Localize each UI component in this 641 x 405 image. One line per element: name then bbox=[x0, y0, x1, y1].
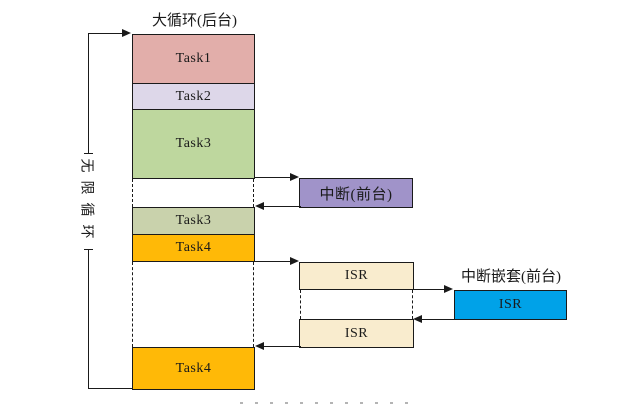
gap2-left-dashed-edge bbox=[132, 262, 133, 347]
task2-label: Task2 bbox=[175, 88, 212, 104]
isr-nested-box: ISR bbox=[454, 290, 567, 320]
task2-box: Task2 bbox=[132, 83, 255, 110]
arrow-nested-return-head-icon bbox=[413, 315, 422, 323]
task4-resume-label: Task4 bbox=[175, 360, 212, 376]
background-loop-title: 大循环(后台) bbox=[152, 13, 237, 29]
interrupt-label: 中断(前台) bbox=[319, 186, 393, 203]
gap2-right-dashed-edge bbox=[253, 262, 254, 347]
arrow-interrupt-return-head-icon bbox=[255, 202, 264, 210]
isr-gap-right-dashed-edge bbox=[412, 290, 413, 319]
task4-box: Task4 bbox=[132, 234, 255, 262]
loop-left-line-lower bbox=[88, 250, 89, 389]
gap1-left-dashed-edge bbox=[132, 179, 133, 207]
task4-resume-box: Task4 bbox=[132, 347, 255, 390]
isr-first-box: ISR bbox=[299, 262, 414, 290]
task4-label: Task4 bbox=[175, 240, 212, 255]
loop-bottom-line bbox=[88, 388, 133, 389]
infinite-loop-label: 无限循环 bbox=[78, 158, 94, 247]
arrow-task4-to-isr-head-icon bbox=[290, 257, 299, 265]
task3-resume-box: Task3 bbox=[132, 207, 255, 235]
arrow-task3-to-interrupt-line bbox=[255, 177, 293, 178]
loop-arrowhead-icon bbox=[122, 29, 131, 37]
caption-fragment bbox=[240, 402, 408, 404]
isr-second-box: ISR bbox=[299, 319, 414, 348]
isr-second-label: ISR bbox=[344, 325, 369, 341]
interrupt-box: 中断(前台) bbox=[299, 178, 413, 208]
gap1-right-dashed-edge bbox=[253, 179, 254, 207]
task1-box: Task1 bbox=[132, 34, 255, 84]
isr-gap-left-dashed-edge bbox=[300, 290, 301, 319]
arrow-isr-return-head-icon bbox=[255, 342, 264, 350]
arrow-isr-return-line bbox=[262, 346, 301, 347]
arrow-isr-to-nested-head-icon bbox=[444, 285, 453, 293]
arrow-interrupt-return-line bbox=[262, 206, 301, 207]
arrow-nested-return-line bbox=[421, 319, 455, 320]
task1-label: Task1 bbox=[175, 51, 212, 66]
task3-box: Task3 bbox=[132, 109, 255, 179]
arrow-task4-to-isr-line bbox=[255, 261, 293, 262]
task3-label: Task3 bbox=[175, 136, 212, 151]
task3-resume-label: Task3 bbox=[175, 213, 212, 228]
loop-tick-lower bbox=[84, 249, 93, 250]
isr-nested-label: ISR bbox=[498, 297, 523, 312]
loop-left-line-upper bbox=[88, 33, 89, 154]
nested-interrupt-title: 中断嵌套(前台) bbox=[461, 269, 561, 285]
arrow-isr-to-nested-line bbox=[413, 289, 447, 290]
loop-tick-upper bbox=[84, 153, 93, 154]
isr-first-label: ISR bbox=[344, 268, 369, 283]
loop-top-line bbox=[88, 33, 124, 34]
arrow-task3-to-interrupt-head-icon bbox=[290, 173, 299, 181]
